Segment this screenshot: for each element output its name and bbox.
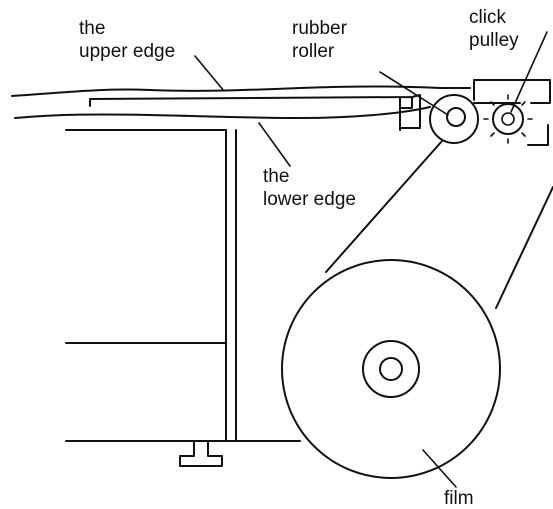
label-lower-edge-line1: the: [263, 166, 290, 187]
label-upper-edge: the upper edge: [79, 17, 175, 63]
label-click-pulley-line1: click: [469, 7, 506, 28]
rubber-roller-hub: [446, 107, 466, 127]
rubber-roller: [429, 94, 479, 144]
label-rubber-roller-line1: rubber: [292, 18, 347, 39]
label-upper-edge-line2: upper edge: [79, 41, 176, 62]
leader-rubber-roller: [379, 71, 449, 116]
click-pulley: [492, 103, 524, 135]
label-lower-edge: the lower edge: [263, 165, 356, 211]
label-click-pulley: click pulley: [469, 6, 519, 52]
leader-lower-edge: [258, 122, 291, 167]
click-pulley-hub: [501, 112, 515, 126]
pulley-bracket: [473, 79, 551, 146]
label-upper-edge-line1: the: [79, 18, 106, 39]
leader-click-pulley: [510, 31, 548, 113]
paper-lower-edge: [14, 106, 431, 119]
leader-upper-edge: [194, 55, 225, 92]
label-film: film: [444, 488, 474, 509]
paper-tray: [89, 94, 421, 129]
label-lower-edge-line2: lower edge: [263, 189, 356, 210]
film-path-right: [495, 186, 553, 309]
film-roll-core: [362, 340, 420, 398]
paper-upper-edge: [11, 85, 471, 97]
film-roll-hub: [379, 357, 403, 381]
leader-film: [422, 449, 457, 488]
film-path-left: [325, 140, 443, 273]
film-roll: [281, 259, 501, 479]
label-rubber-roller: rubber roller: [292, 17, 347, 63]
label-click-pulley-line2: pulley: [469, 30, 519, 51]
foot: [179, 440, 223, 467]
label-rubber-roller-line2: roller: [292, 41, 335, 62]
